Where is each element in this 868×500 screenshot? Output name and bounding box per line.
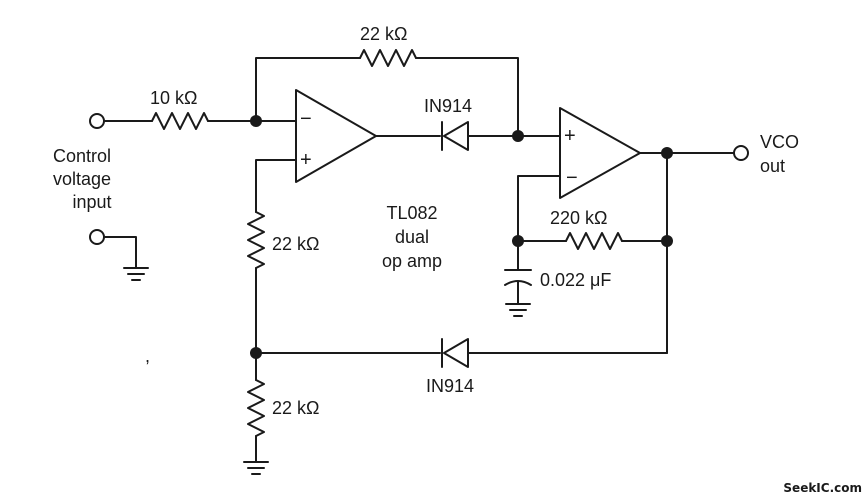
wire-feedback-top-left bbox=[255, 57, 361, 122]
opamp-2-plus-label: + bbox=[564, 125, 576, 147]
resistor-22k-bias-lower bbox=[247, 379, 265, 437]
resistor-10k-input bbox=[151, 112, 209, 130]
diode-lower bbox=[441, 338, 469, 368]
label-c-timing: 0.022 μF bbox=[540, 270, 611, 290]
wire-minus2-input bbox=[517, 175, 561, 242]
control-input-terminal bbox=[89, 113, 105, 129]
vco-out-terminal bbox=[733, 145, 749, 161]
junction-output-node bbox=[661, 147, 673, 159]
junction-diode-node bbox=[512, 130, 524, 142]
label-r-input: 10 kΩ bbox=[150, 88, 197, 108]
opamp-1-plus-label: + bbox=[300, 149, 312, 171]
opamp-1-minus-label: − bbox=[300, 108, 312, 130]
label-input-line1: Control bbox=[53, 146, 111, 166]
stray-mark: , bbox=[145, 346, 150, 366]
ground-symbol-bias bbox=[243, 461, 269, 475]
label-chip-line3: op amp bbox=[382, 251, 442, 271]
label-diode-lower: IN914 bbox=[426, 376, 474, 396]
label-chip-line2: dual bbox=[395, 227, 429, 247]
wire-input-ground bbox=[103, 236, 137, 269]
label-r-feedback-top: 22 kΩ bbox=[360, 24, 407, 44]
label-r-bias-lower: 22 kΩ bbox=[272, 398, 319, 418]
label-input-line3: input bbox=[72, 192, 111, 212]
control-input-ground-terminal bbox=[89, 229, 105, 245]
label-input-line2: voltage bbox=[53, 169, 111, 189]
diode-upper bbox=[441, 121, 469, 151]
label-output-line2: out bbox=[760, 156, 785, 176]
ground-symbol-input bbox=[123, 267, 149, 281]
opamp-1 bbox=[295, 89, 377, 183]
ground-symbol-capacitor bbox=[505, 303, 531, 317]
watermark: SeekIC.com bbox=[783, 481, 862, 495]
junction-timing-right bbox=[661, 235, 673, 247]
junction-timing-left bbox=[512, 235, 524, 247]
label-diode-upper: IN914 bbox=[424, 96, 472, 116]
label-r-bias-upper: 22 kΩ bbox=[272, 234, 319, 254]
wire-plus-input bbox=[255, 159, 297, 213]
label-chip-line1: TL082 bbox=[386, 203, 437, 223]
label-output-line1: VCO bbox=[760, 132, 799, 152]
opamp-2 bbox=[559, 107, 641, 199]
label-r-timing: 220 kΩ bbox=[550, 208, 608, 228]
wire-feedback-top-right bbox=[415, 57, 519, 134]
opamp-2-minus-label: − bbox=[566, 167, 578, 189]
junction-inverting-node bbox=[250, 115, 262, 127]
resistor-22k-bias-upper bbox=[247, 211, 265, 269]
junction-bias-node bbox=[250, 347, 262, 359]
resistor-22k-feedback bbox=[359, 49, 417, 67]
resistor-220k-timing bbox=[565, 232, 623, 250]
